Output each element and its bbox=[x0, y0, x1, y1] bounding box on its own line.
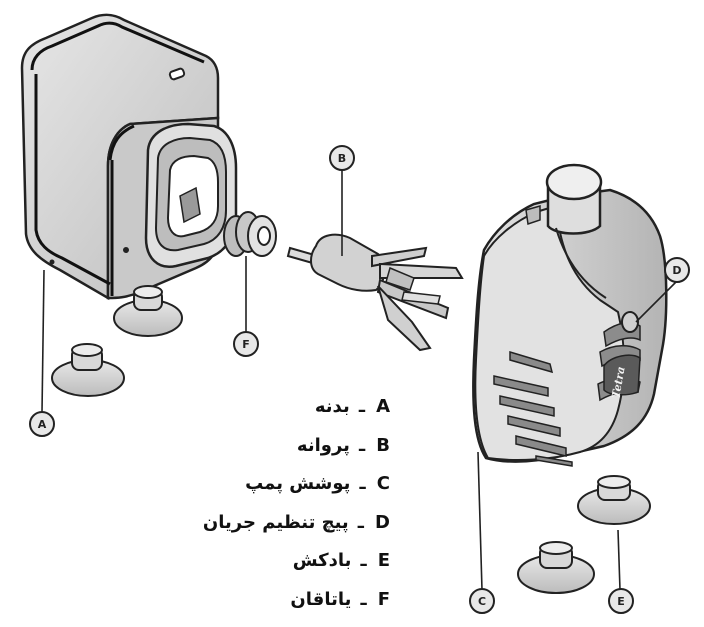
svg-text:D: D bbox=[672, 264, 681, 277]
legend-row-f: یاتاقان ـ F bbox=[150, 585, 390, 624]
legend-dash: ـ bbox=[357, 511, 364, 533]
svg-text:B: B bbox=[338, 152, 346, 165]
legend-letter: D bbox=[375, 511, 390, 533]
legend-letter: C bbox=[376, 473, 390, 494]
legend-name: پروانه bbox=[296, 434, 350, 456]
pump-body bbox=[20, 13, 238, 301]
svg-text:A: A bbox=[38, 418, 47, 431]
legend-row-b: پروانه ـ B bbox=[150, 431, 390, 470]
legend-dash: ـ bbox=[359, 473, 366, 494]
impeller bbox=[286, 233, 464, 352]
pump-cover: Tetra bbox=[472, 163, 668, 467]
leader-line-a bbox=[41, 269, 45, 413]
legend-dash: ـ bbox=[358, 396, 365, 417]
legend-name: پوشش پمپ bbox=[245, 473, 351, 494]
leader-lines bbox=[41, 168, 677, 591]
legend-row-e: بادکش ـ E bbox=[150, 546, 390, 585]
legend-row-d: پیچ تنظیم جریان ـ D bbox=[150, 508, 390, 547]
leader-line-e bbox=[617, 529, 621, 591]
legend-row-a: بدنه ـ A bbox=[150, 392, 390, 431]
callout-b: B bbox=[329, 145, 355, 171]
legend-name: بادکش bbox=[292, 550, 352, 571]
suction-cup-body-front bbox=[51, 343, 125, 397]
callout-a: A bbox=[29, 411, 55, 437]
svg-text:F: F bbox=[242, 338, 250, 351]
callout-e: E bbox=[608, 588, 634, 614]
legend-name: یاتاقان bbox=[290, 588, 352, 610]
legend-letter: A bbox=[376, 396, 390, 417]
bearing bbox=[223, 211, 277, 257]
legend-dash: ـ bbox=[359, 434, 366, 456]
legend-dash: ـ bbox=[360, 550, 367, 571]
legend-row-c: پوشش پمپ ـ C bbox=[150, 469, 390, 508]
brand-mark: Tetra bbox=[609, 366, 627, 400]
suction-cup-cover-rear bbox=[577, 475, 651, 525]
legend-letter: F bbox=[377, 588, 390, 610]
legend-name: پیچ تنظیم جریان bbox=[202, 511, 349, 533]
svg-text:E: E bbox=[617, 595, 625, 608]
callout-f: F bbox=[233, 331, 259, 357]
legend-dash: ـ bbox=[360, 588, 367, 610]
suction-cup-body-rear bbox=[113, 285, 183, 337]
callout-d: D bbox=[664, 257, 690, 283]
svg-text:C: C bbox=[478, 595, 486, 608]
parts-legend: بدنه ـ A پروانه ـ B پوشش پمپ ـ C پیچ تنظ… bbox=[150, 392, 390, 623]
legend-letter: B bbox=[376, 434, 390, 456]
leader-line-c bbox=[477, 451, 483, 591]
suction-cup-cover-front bbox=[517, 541, 595, 594]
leader-line-d bbox=[635, 281, 677, 323]
legend-name: بدنه bbox=[314, 396, 350, 417]
legend-letter: E bbox=[377, 550, 390, 571]
callout-c: C bbox=[469, 588, 495, 614]
